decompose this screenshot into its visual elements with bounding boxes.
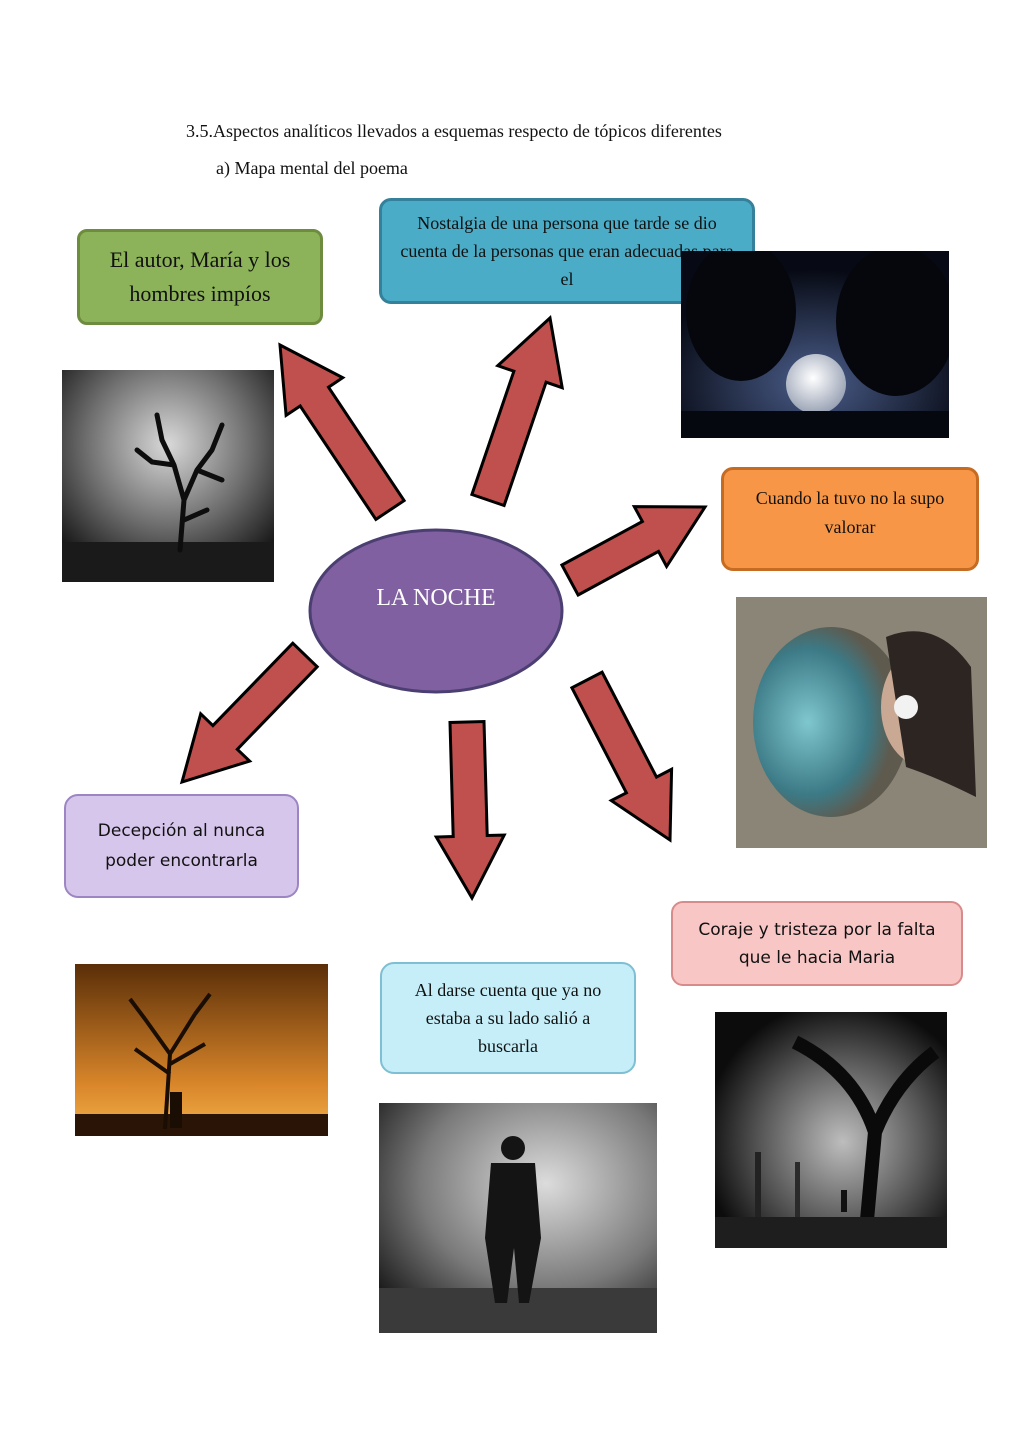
man-walking-photo-graphic	[379, 1103, 657, 1333]
center-label: LA NOCHE	[376, 584, 496, 611]
arrow-to-nostalgia	[469, 315, 565, 508]
tree-sunset-photo-graphic	[75, 964, 328, 1136]
woman-fantasy-photo-graphic	[736, 597, 987, 848]
node-cuando-text: Cuando la tuvo no la supo valorar	[755, 488, 945, 537]
man-walking-photo	[379, 1103, 657, 1333]
section-subheading: a) Mapa mental del poema	[216, 158, 408, 178]
dead-tree-photo	[62, 370, 274, 582]
section-heading: 3.5.Aspectos analíticos llevados a esque…	[186, 121, 722, 141]
node-autor-text: El autor, María y los hombres impíos	[109, 247, 291, 306]
tree-sunset-photo	[75, 964, 328, 1136]
dark-trees-photo-graphic	[715, 1012, 947, 1248]
node-decepcion-text: Decepción al nunca poder encontrarla	[97, 821, 266, 871]
woman-fantasy-photo	[736, 597, 987, 848]
full-moon-photo-graphic	[681, 251, 949, 438]
node-nostalgia-text: Nostalgia de una persona que tarde se di…	[400, 213, 734, 289]
center-ellipse	[308, 528, 564, 694]
node-decepcion: Decepción al nunca poder encontrarla	[64, 794, 299, 898]
arrow-to-decepcion	[179, 641, 320, 785]
arrow-to-autor	[278, 342, 407, 522]
node-al-darse: Al darse cuenta que ya no estaba a su la…	[380, 962, 636, 1074]
node-cuando: Cuando la tuvo no la supo valorar	[721, 467, 979, 571]
dead-tree-photo-graphic	[62, 370, 274, 582]
node-al-darse-text: Al darse cuenta que ya no estaba a su la…	[414, 980, 602, 1056]
dark-trees-photo	[715, 1012, 947, 1248]
full-moon-photo	[681, 251, 949, 438]
arrow-to-cuando	[559, 505, 708, 598]
node-autor: El autor, María y los hombres impíos	[77, 229, 323, 325]
node-coraje: Coraje y tristeza por la falta que le ha…	[671, 901, 963, 986]
arrow-to-al-darse	[433, 719, 507, 902]
arrow-to-coraje	[569, 670, 674, 843]
node-coraje-text: Coraje y tristeza por la falta que le ha…	[698, 919, 936, 968]
